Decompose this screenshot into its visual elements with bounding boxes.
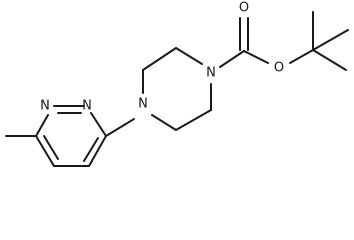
atom-n-piperazine-left: N xyxy=(138,97,148,112)
atom-o-carbonyl: O xyxy=(239,1,249,16)
atom-n-ring-1: N xyxy=(40,99,50,114)
atom-n-ring-2: N xyxy=(82,99,92,114)
structure-diagram: N N N N O O xyxy=(5,1,349,167)
bond-tbu-down xyxy=(312,49,347,71)
bond-c-oester xyxy=(243,50,269,64)
bond-n2-c3 xyxy=(90,112,107,137)
bond-oester-ctert xyxy=(289,49,314,64)
atom-o-ester: O xyxy=(274,61,284,76)
bond-pip-5 xyxy=(175,109,212,131)
bond-c5-c6-double xyxy=(43,135,59,160)
bond-c6-n1 xyxy=(35,114,49,137)
atom-n-piperazine-right: N xyxy=(206,66,216,81)
bond-c3-c4 xyxy=(88,135,107,167)
bond-pip-6 xyxy=(151,114,177,131)
bond-c3-c4-double xyxy=(83,137,99,162)
bond-pipN-carbonyl xyxy=(219,50,245,68)
bond-pip-3 xyxy=(175,47,203,65)
bond-tbu-right xyxy=(312,29,349,51)
molecule-drawing: N N N N O O xyxy=(5,1,349,167)
bond-c3-pipN xyxy=(105,118,135,137)
bond-c5-c6 xyxy=(35,135,55,167)
bond-pip-2 xyxy=(142,47,177,71)
